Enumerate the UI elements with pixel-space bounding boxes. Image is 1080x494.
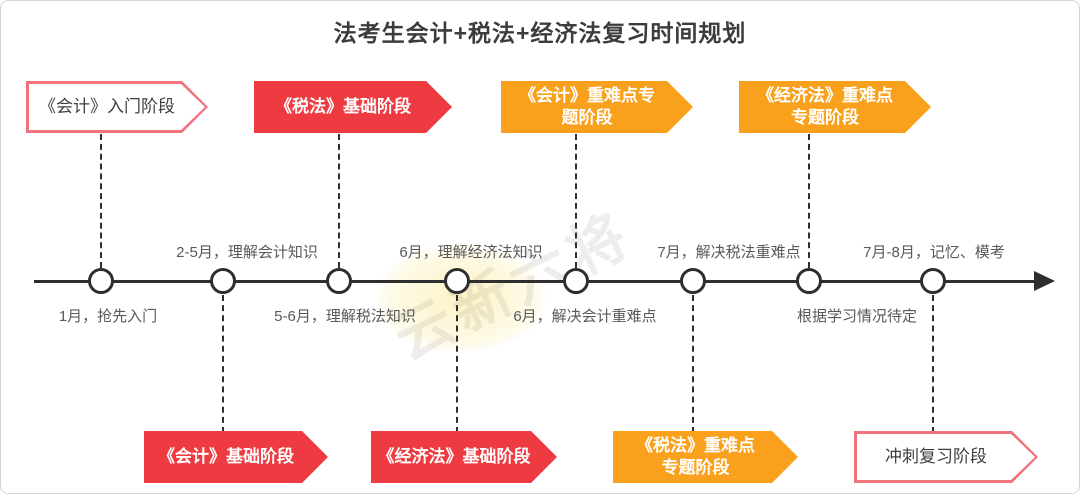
timeline-label-above: 7月，解决税法重难点 — [657, 244, 801, 261]
timeline-axis — [34, 280, 1037, 283]
timeline-label-above: 7月-8月，记忆、模考 — [863, 244, 1005, 261]
banner-top-taxlaw-basic: 《税法》基础阶段 — [254, 81, 452, 133]
timeline-node-3 — [326, 268, 352, 294]
timeline-label-below: 根据学习情况待定 — [796, 308, 918, 325]
timeline-node-5 — [563, 268, 589, 294]
timeline-node-4 — [444, 268, 470, 294]
banner-label: 《经济法》基础阶段 — [377, 446, 531, 466]
dashed-connector-down — [932, 295, 934, 433]
dashed-connector-up — [100, 134, 102, 268]
timeline-label-above: 6月，理解经济法知识 — [399, 244, 543, 261]
banner-label: 《会计》基础阶段 — [158, 446, 294, 466]
dashed-connector-up — [808, 134, 810, 268]
timeline-node-7 — [796, 268, 822, 294]
dashed-connector-up — [338, 134, 340, 268]
arrow-right-head-icon — [1034, 271, 1055, 291]
banner-bottom-taxlaw-keypoints: 《税法》重难点 专题阶段 — [613, 431, 798, 483]
dashed-connector-down — [692, 295, 694, 433]
timeline-node-6 — [680, 268, 706, 294]
banner-bottom-econlaw-basic: 《经济法》基础阶段 — [371, 431, 557, 483]
banner-label: 《税法》重难点 专题阶段 — [636, 435, 755, 477]
banner-label: 《会计》重难点专 题阶段 — [519, 85, 655, 127]
banner-top-accounting-intro: 《会计》入门阶段 — [26, 81, 208, 133]
dashed-connector-down — [456, 295, 458, 433]
timeline-label-below: 5-6月，理解税法知识 — [274, 308, 416, 325]
dashed-connector-down — [222, 295, 224, 433]
banner-bottom-accounting-basic: 《会计》基础阶段 — [144, 431, 328, 483]
banner-top-accounting-keypoints: 《会计》重难点专 题阶段 — [501, 81, 693, 133]
banner-label: 《会计》入门阶段 — [39, 96, 175, 116]
timeline-label-below: 1月，抢先入门 — [58, 308, 158, 325]
timeline-label-below: 6月，解决会计重难点 — [513, 308, 657, 325]
page-title: 法考生会计+税法+经济法复习时间规划 — [333, 20, 747, 46]
timeline-node-8 — [920, 268, 946, 294]
banner-bottom-sprint-review: 冲刺复习阶段 — [854, 431, 1038, 483]
banner-top-econlaw-keypoints: 《经济法》重难点 专题阶段 — [739, 81, 931, 133]
banner-label: 冲刺复习阶段 — [885, 446, 987, 466]
dashed-connector-up — [575, 134, 577, 268]
timeline-node-2 — [210, 268, 236, 294]
banner-label: 《税法》基础阶段 — [275, 96, 411, 116]
timeline-node-1 — [88, 268, 114, 294]
timeline-label-above: 2-5月，理解会计知识 — [176, 244, 318, 261]
banner-label: 《经济法》重难点 专题阶段 — [757, 85, 893, 127]
